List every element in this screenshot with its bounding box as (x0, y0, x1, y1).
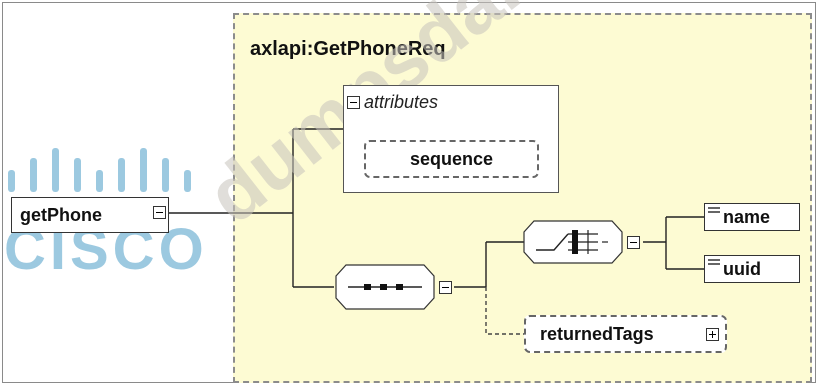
element-getphone-label: getPhone (20, 204, 103, 225)
choice-compositor (523, 220, 623, 264)
simple-element-icon (708, 207, 720, 213)
element-name[interactable]: name (704, 203, 800, 231)
sequence-compositor (335, 264, 435, 310)
expand-returnedtags-icon[interactable] (706, 328, 719, 341)
element-name-label: name (723, 206, 771, 227)
element-uuid-label: uuid (723, 258, 761, 279)
element-uuid[interactable]: uuid (704, 255, 800, 283)
complex-type-title: axlapi:GetPhoneReq (250, 38, 446, 60)
collapse-getphone-icon[interactable] (153, 206, 166, 219)
collapse-choice-icon[interactable] (627, 236, 640, 249)
complex-type-box (233, 13, 812, 383)
collapse-sequence-icon[interactable] (439, 281, 452, 294)
attributes-label: attributes (364, 92, 439, 112)
element-returnedtags-label: returnedTags (540, 323, 654, 344)
element-getphone[interactable]: getPhone (11, 197, 169, 233)
attribute-sequence-label: sequence (409, 148, 494, 169)
collapse-attributes-icon[interactable] (347, 96, 360, 109)
attribute-sequence[interactable]: sequence (364, 140, 539, 178)
element-returnedtags[interactable]: returnedTags (524, 315, 727, 353)
simple-element-icon (708, 259, 720, 265)
